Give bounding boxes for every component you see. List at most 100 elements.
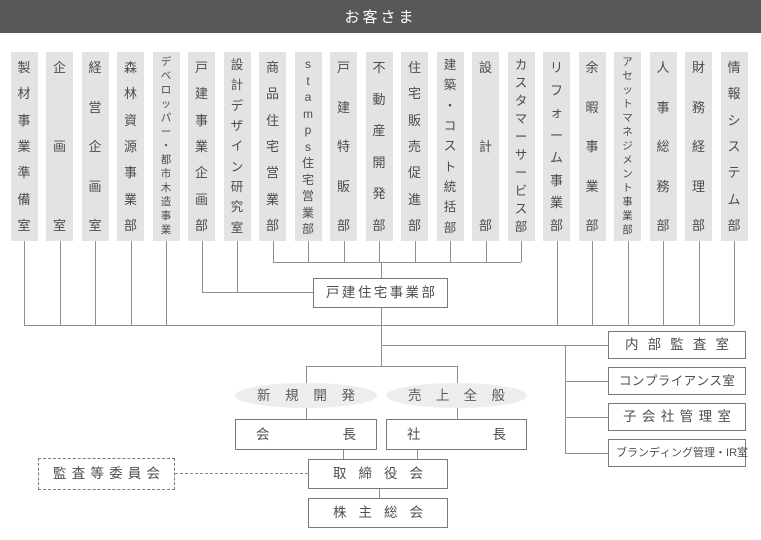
- char: 部: [443, 220, 457, 235]
- char: 計: [478, 139, 492, 154]
- char: 画: [52, 139, 66, 154]
- char: 業: [585, 178, 599, 194]
- char: 内: [625, 337, 639, 353]
- char: ビ: [514, 184, 528, 199]
- char: 部: [372, 217, 386, 233]
- connector-line: [237, 241, 238, 292]
- char: 等: [90, 466, 104, 482]
- char: ジ: [622, 140, 633, 153]
- connector-line: [698, 241, 700, 325]
- char: 部: [727, 217, 741, 233]
- char: 営: [88, 99, 102, 115]
- box-kodate-division: 戸建住宅事業部: [313, 278, 448, 308]
- char: ー: [514, 130, 528, 145]
- char: 部: [301, 222, 314, 236]
- box-audit-committee-label: 監査等委員会: [39, 467, 174, 481]
- connector-line: [272, 241, 274, 262]
- connector-line: [414, 241, 416, 262]
- char: 会: [146, 466, 160, 482]
- oval-scope-1: 売上全般: [386, 383, 527, 408]
- char: 計: [230, 78, 244, 93]
- char: 社: [407, 426, 421, 442]
- char: リ: [549, 60, 563, 75]
- char: 戸: [326, 285, 340, 301]
- box-governance-2: 子会社管理室: [608, 403, 746, 431]
- char: ト: [622, 182, 633, 195]
- char: 室: [717, 409, 731, 425]
- char: 品: [265, 86, 279, 102]
- char: 造: [160, 196, 172, 209]
- char: ッ: [622, 84, 633, 97]
- char: イ: [230, 139, 244, 154]
- char: s: [305, 57, 311, 71]
- char: プ: [644, 373, 658, 388]
- box-kodate-division-label: 戸建住宅事業部: [314, 286, 447, 300]
- char: ト: [443, 159, 457, 174]
- char: デ: [649, 446, 660, 459]
- char: 業: [301, 205, 314, 220]
- char: m: [303, 106, 313, 121]
- char: 室: [230, 220, 244, 235]
- char: 不: [372, 60, 386, 75]
- char: ・: [160, 140, 172, 153]
- char: 室: [52, 218, 66, 233]
- connector-line: [456, 366, 458, 383]
- char: 会: [409, 466, 424, 482]
- char: 企: [52, 60, 66, 75]
- char: 設: [478, 60, 492, 75]
- char: ・: [443, 98, 457, 113]
- char: 部: [549, 217, 563, 233]
- box-board-of-directors-label: 取締役会: [309, 467, 447, 481]
- char: 部: [622, 224, 633, 237]
- char: 宅: [301, 172, 314, 187]
- box-audit-committee: 監査等委員会: [38, 458, 175, 490]
- char: マ: [514, 112, 528, 127]
- char: メ: [622, 154, 633, 167]
- customer-bar: お客さま: [0, 0, 761, 33]
- char: ブ: [616, 446, 627, 459]
- connector-line: [305, 366, 457, 367]
- department-column-17: アセットマネジメント事業部: [614, 52, 641, 241]
- char: 管: [693, 446, 704, 459]
- connector-line: [305, 407, 307, 419]
- connector-line: [379, 241, 380, 262]
- char: デ: [230, 98, 244, 113]
- box-president-label: 社長: [387, 428, 526, 442]
- connector-line: [380, 262, 382, 278]
- char: 宅: [373, 285, 388, 301]
- oval-scope-1-label: 売上全般: [386, 389, 527, 403]
- char: 理: [691, 178, 705, 194]
- department-column-0: 製材事業準備室: [10, 52, 38, 241]
- char: 事: [389, 285, 404, 301]
- char: 画: [88, 178, 102, 194]
- char: サ: [514, 148, 528, 163]
- department-column-12: 建築・コスト統括部: [436, 52, 464, 241]
- char: 上: [435, 387, 450, 403]
- box-board-of-directors: 取締役会: [308, 459, 448, 489]
- char: カ: [514, 58, 528, 72]
- connector-line: [305, 366, 307, 383]
- connector-line: [456, 407, 458, 419]
- char: 企: [194, 165, 208, 181]
- char: 事: [585, 139, 599, 154]
- char: ン: [622, 168, 633, 181]
- char: グ: [682, 446, 693, 459]
- char: 動: [372, 91, 386, 107]
- char: 宅: [407, 86, 421, 102]
- connector-line: [592, 241, 593, 325]
- char: 宅: [265, 138, 279, 154]
- connector-line: [663, 241, 664, 325]
- connector-line: [417, 450, 418, 459]
- char: ラ: [657, 373, 671, 388]
- connector-line: [343, 450, 344, 459]
- char: 長: [492, 426, 507, 442]
- char: ン: [696, 373, 710, 388]
- department-column-14: カスタマーサービス部: [507, 52, 535, 241]
- connector-line: [272, 262, 521, 263]
- char: 室: [722, 373, 735, 388]
- char: 建: [336, 99, 350, 115]
- char: ン: [631, 373, 645, 388]
- char: ン: [638, 446, 649, 459]
- char: ザ: [230, 118, 244, 133]
- connector-line: [521, 241, 522, 262]
